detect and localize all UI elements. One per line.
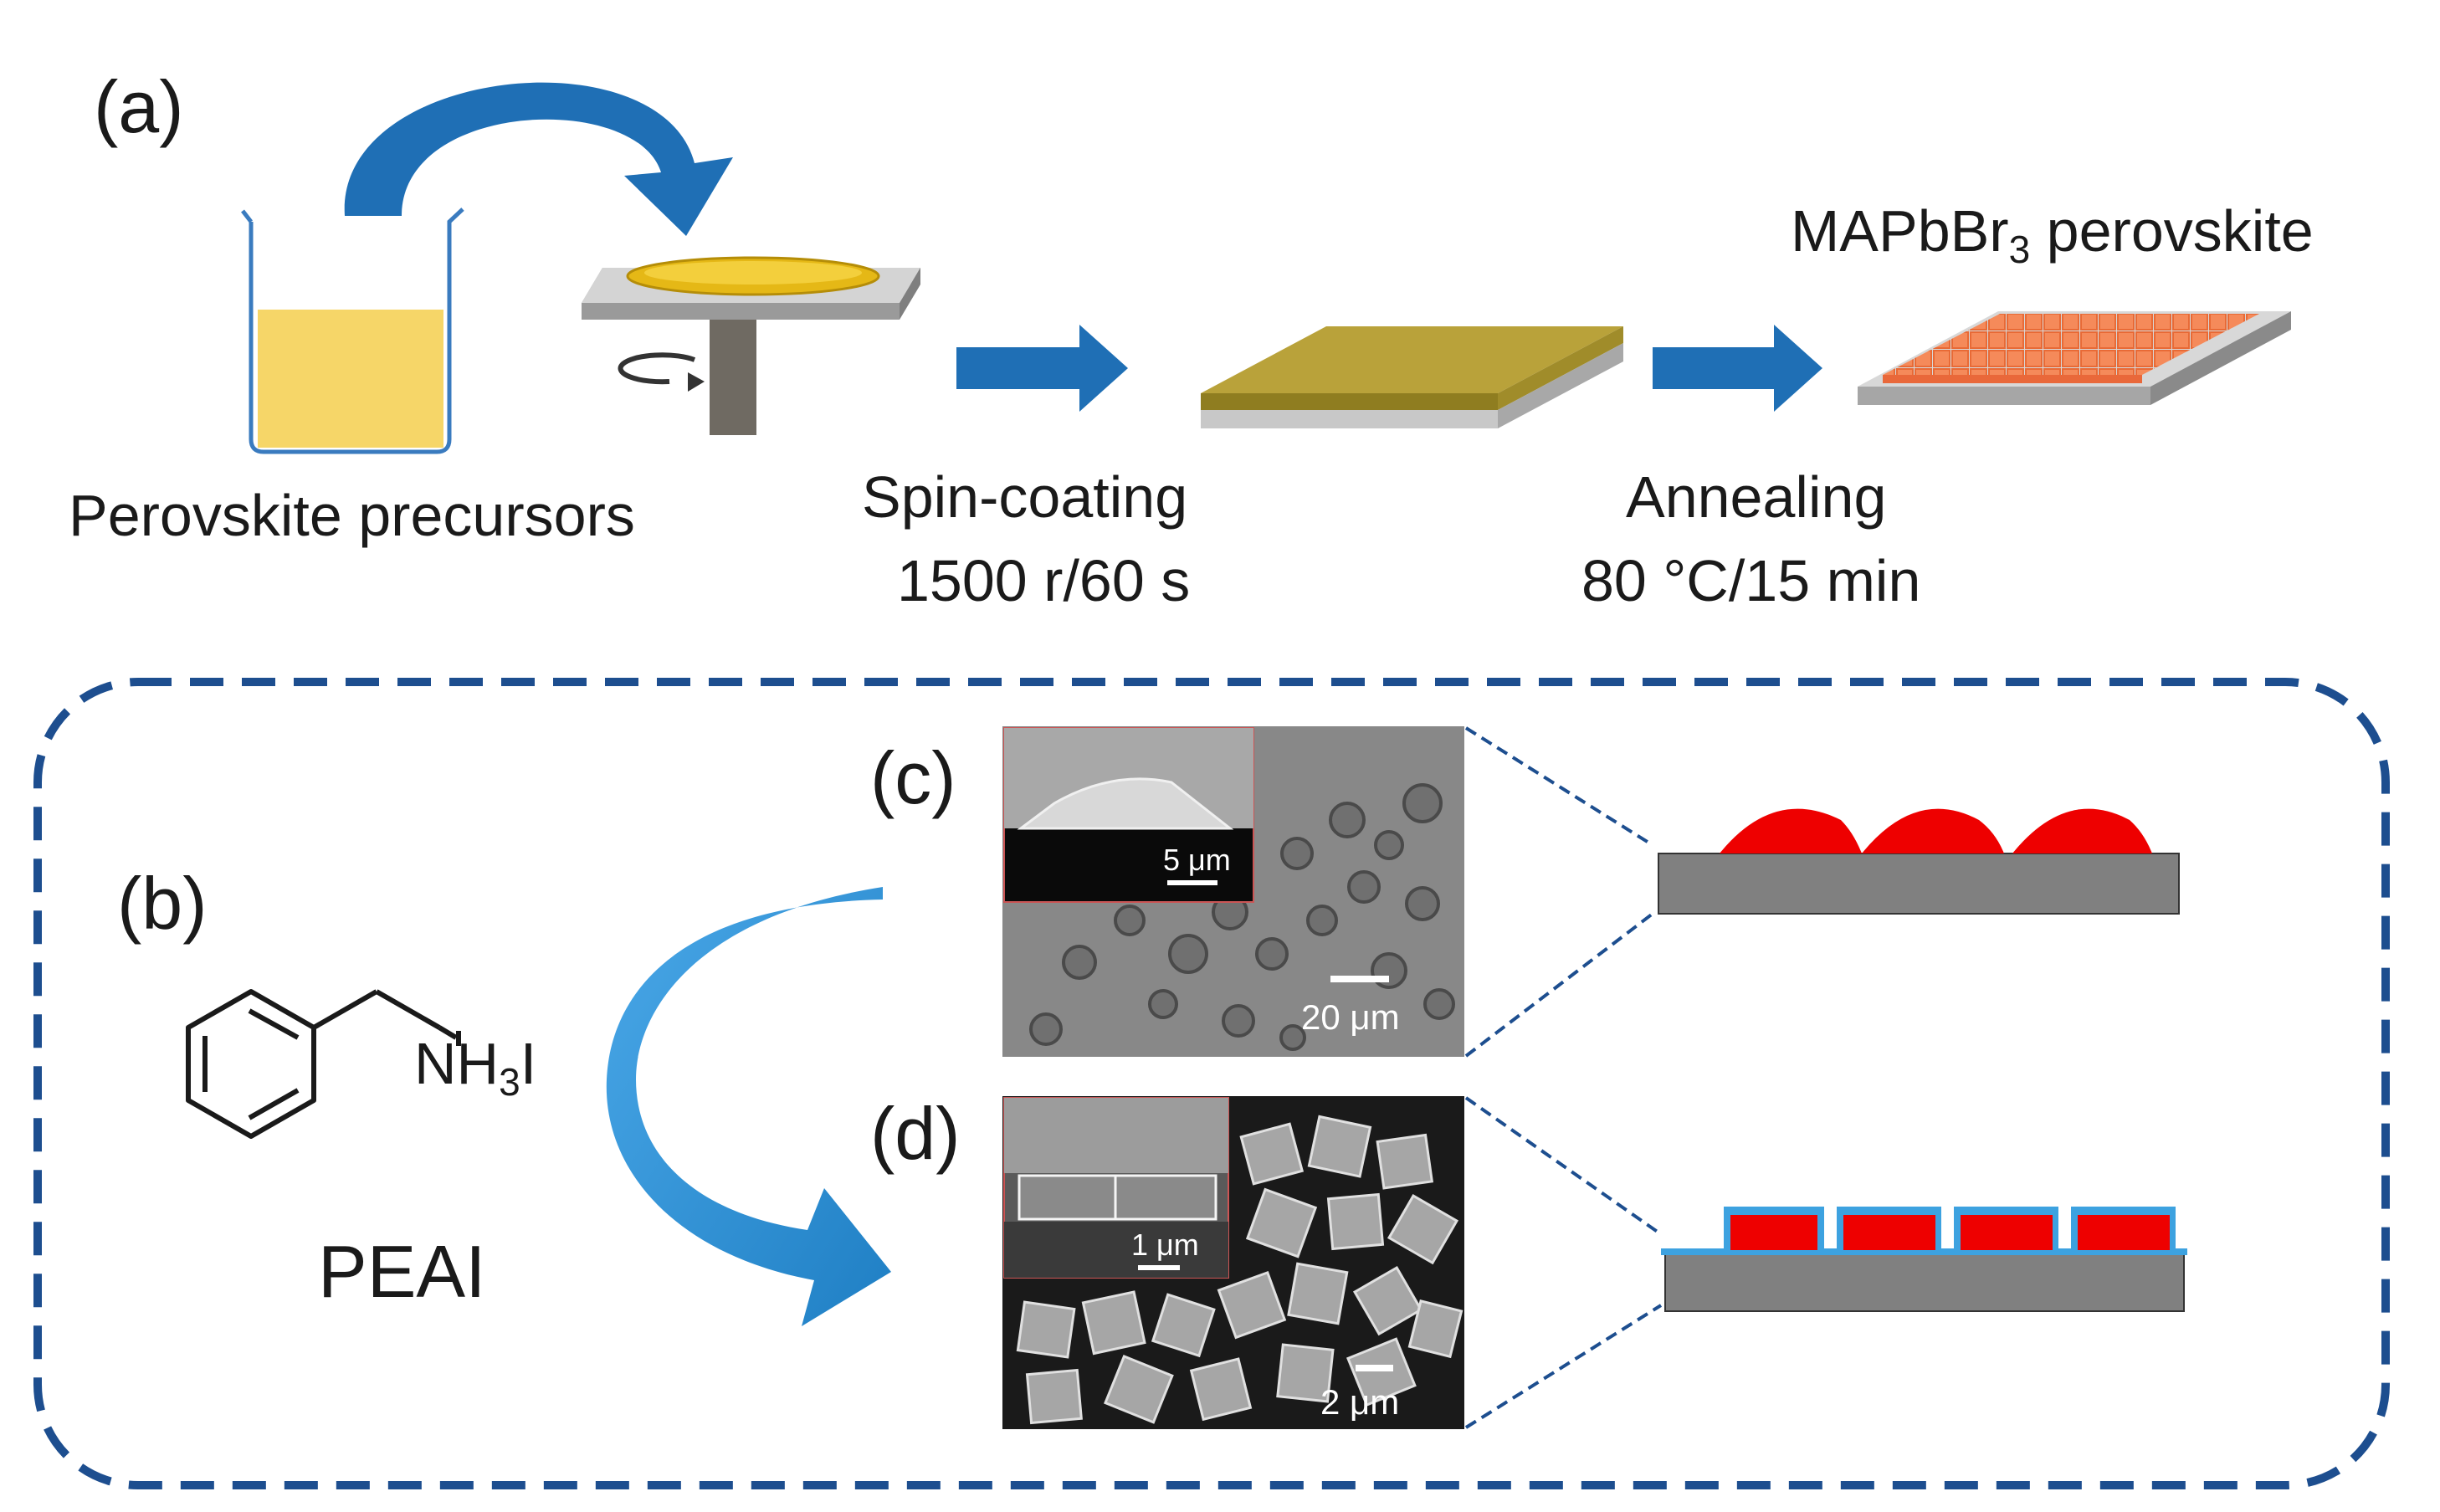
- coated-film-icon: [1201, 326, 1623, 428]
- c-guide-line-top: [1464, 726, 1654, 847]
- d-guide-line-bottom: [1464, 1304, 1663, 1429]
- d-main-scale-label: 2 μm: [1320, 1382, 1399, 1422]
- panel-label-b: (b): [117, 862, 208, 945]
- process-arrow-1-icon: [956, 325, 1128, 412]
- c-inset-scale-label: 5 μm: [1163, 843, 1231, 877]
- precursor-label: Perovskite precursors: [69, 483, 635, 548]
- panel-label-c: (c): [870, 736, 956, 819]
- c-main-scale-label: 20 μm: [1301, 997, 1400, 1037]
- beaker-icon: [241, 208, 464, 454]
- sem-image-c: 5 μm 20 μm: [1002, 726, 1464, 1057]
- sem-image-d: 1 μm 2 μm: [1002, 1096, 1464, 1429]
- d-guide-line-top: [1464, 1096, 1663, 1236]
- schematic-c: [1658, 808, 2180, 915]
- spin-coating-params: 1500 r/60 s: [897, 548, 1190, 613]
- curved-arrow-icon: [606, 887, 891, 1326]
- transfer-arrow-icon: [344, 82, 733, 236]
- annealing-params: 80 °C/15 min: [1581, 548, 1920, 613]
- amine-group-label: NH3I: [414, 1031, 536, 1104]
- peai-structure-icon: [186, 989, 461, 1139]
- process-arrow-2-icon: [1653, 325, 1822, 412]
- annealing-label: Annealing: [1626, 464, 1886, 530]
- d-inset-scale-label: 1 μm: [1131, 1228, 1199, 1262]
- product-label: MAPbBr3 perovskite: [1791, 198, 2314, 271]
- perovskite-crystals-icon: [1858, 311, 2291, 405]
- peai-label: PEAI: [318, 1230, 486, 1313]
- spin-coater-icon: [582, 256, 920, 435]
- schematic-d: [1661, 1207, 2187, 1312]
- panel-label-a: (a): [94, 65, 184, 148]
- c-guide-line-bottom: [1464, 912, 1654, 1058]
- spin-coating-label: Spin-coating: [862, 464, 1187, 530]
- dashed-frame: [33, 678, 2390, 1489]
- panel-label-d: (d): [870, 1092, 961, 1175]
